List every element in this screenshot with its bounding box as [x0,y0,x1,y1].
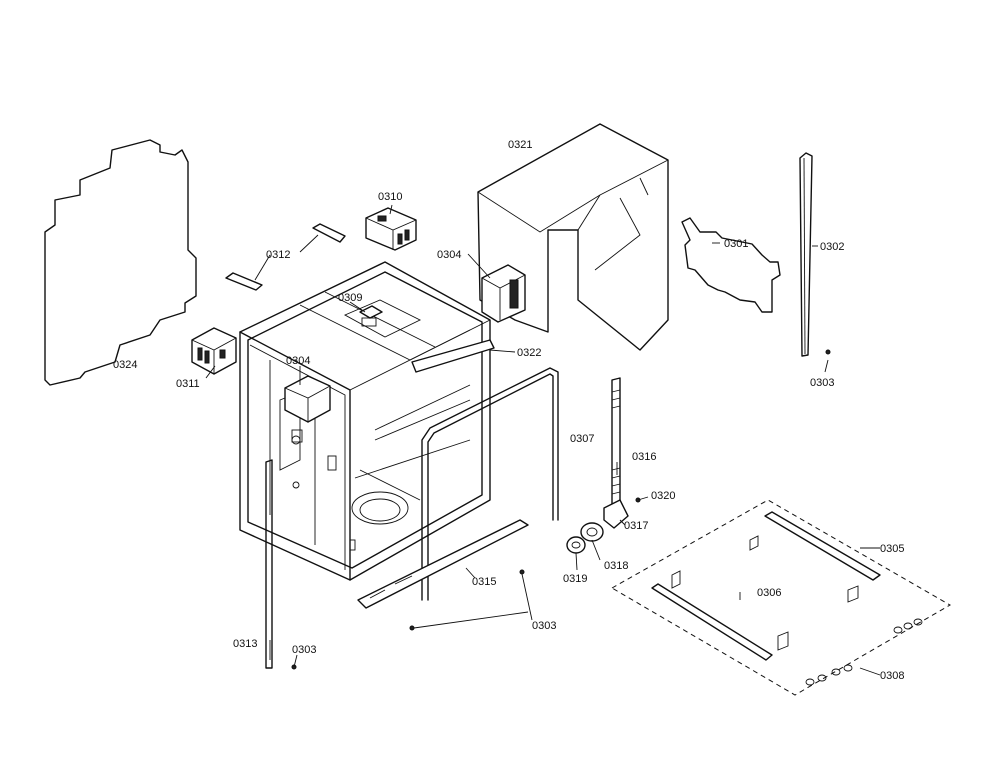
label-0322: 0322 [517,347,541,359]
label-0304-right: 0304 [437,249,461,261]
door-seal-0307 [421,367,559,601]
label-0301: 0301 [724,238,748,250]
dishwasher-tub [239,261,491,581]
label-0319: 0319 [563,573,587,585]
part-labels: 0301 0302 0303 0303 0303 0304 0304 0305 … [113,139,904,682]
bracket-0304-right [481,264,526,323]
side-trim-0302 [799,152,813,357]
label-0303-center: 0303 [532,620,556,632]
nut-0319 [566,536,586,554]
mounting-kit-0308 [610,499,951,696]
label-0318: 0318 [604,560,628,572]
lower-strip-0315 [357,519,529,609]
label-0312: 0312 [266,249,290,261]
hose-assembly-0316 [603,377,629,529]
hinge-block-0310 [365,207,417,251]
label-0310: 0310 [378,191,402,203]
bracket-0304-left [284,375,331,443]
label-0303-left: 0303 [292,644,316,656]
leader-lines [205,204,881,676]
label-0309: 0309 [338,292,362,304]
label-0324: 0324 [113,359,137,371]
label-0321: 0321 [508,139,532,151]
label-0316: 0316 [632,451,656,463]
label-0320: 0320 [651,490,675,502]
brackets-0312 [225,223,346,291]
label-0306: 0306 [757,587,781,599]
label-0315: 0315 [472,576,496,588]
label-0308: 0308 [880,670,904,682]
hinge-block-0311 [191,327,237,375]
clip-0309 [359,305,383,319]
bracket-0301 [681,217,781,313]
bar-0322 [411,339,495,373]
label-0317: 0317 [624,520,648,532]
label-0311: 0311 [176,378,200,390]
label-0304-left: 0304 [286,355,310,367]
insulation-panel-0324 [44,139,197,386]
label-0302: 0302 [820,241,844,253]
label-0307: 0307 [570,433,594,445]
side-strip-0313 [265,459,273,669]
nut-0318 [580,522,604,542]
screws-0303 [291,349,831,670]
label-0303-right: 0303 [810,377,834,389]
label-0305: 0305 [880,543,904,555]
label-0313: 0313 [233,638,257,650]
